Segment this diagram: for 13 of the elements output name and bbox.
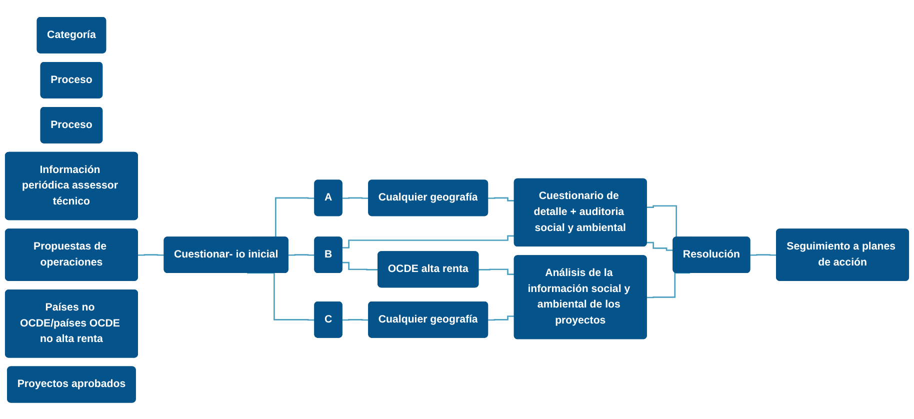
- connector: [342, 318, 369, 320]
- connector: [750, 254, 777, 256]
- connector: [247, 272, 315, 320]
- connector: [488, 315, 515, 320]
- connector: [342, 196, 369, 199]
- connector: [288, 254, 315, 256]
- connector: [342, 262, 378, 270]
- connector: [646, 272, 690, 298]
- connector: [646, 242, 674, 251]
- connector: [342, 234, 515, 248]
- connector: [488, 196, 515, 202]
- connector: [138, 254, 164, 256]
- connector: [478, 268, 515, 275]
